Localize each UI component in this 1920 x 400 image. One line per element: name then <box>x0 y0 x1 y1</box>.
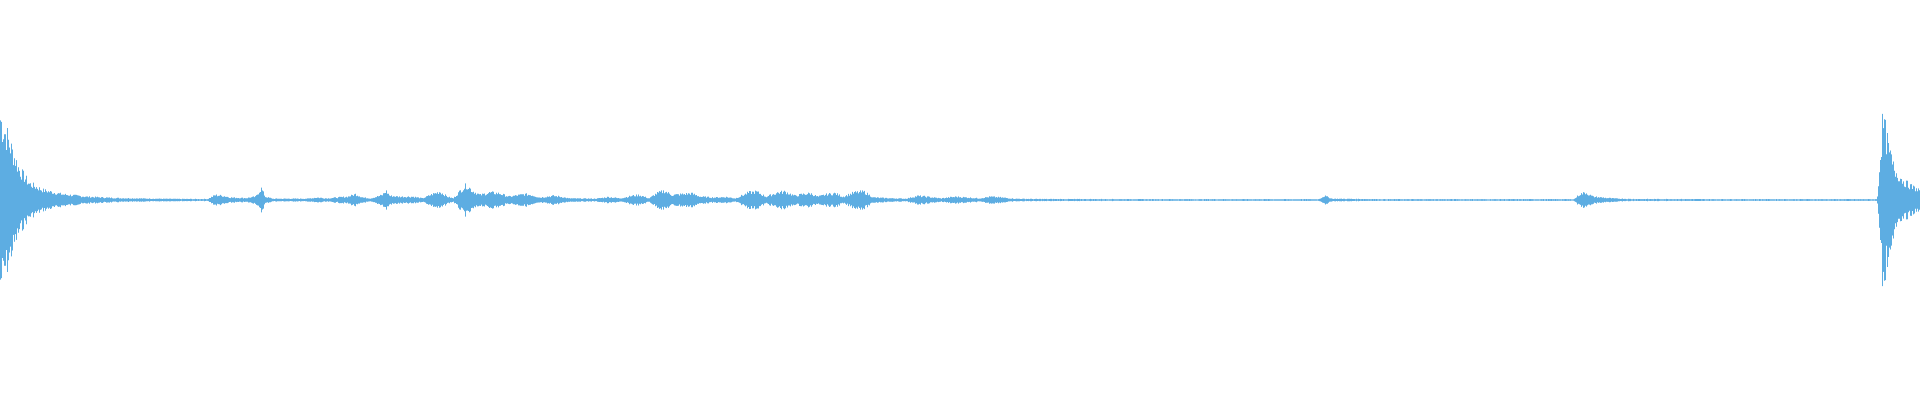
waveform-bars <box>0 113 1920 287</box>
